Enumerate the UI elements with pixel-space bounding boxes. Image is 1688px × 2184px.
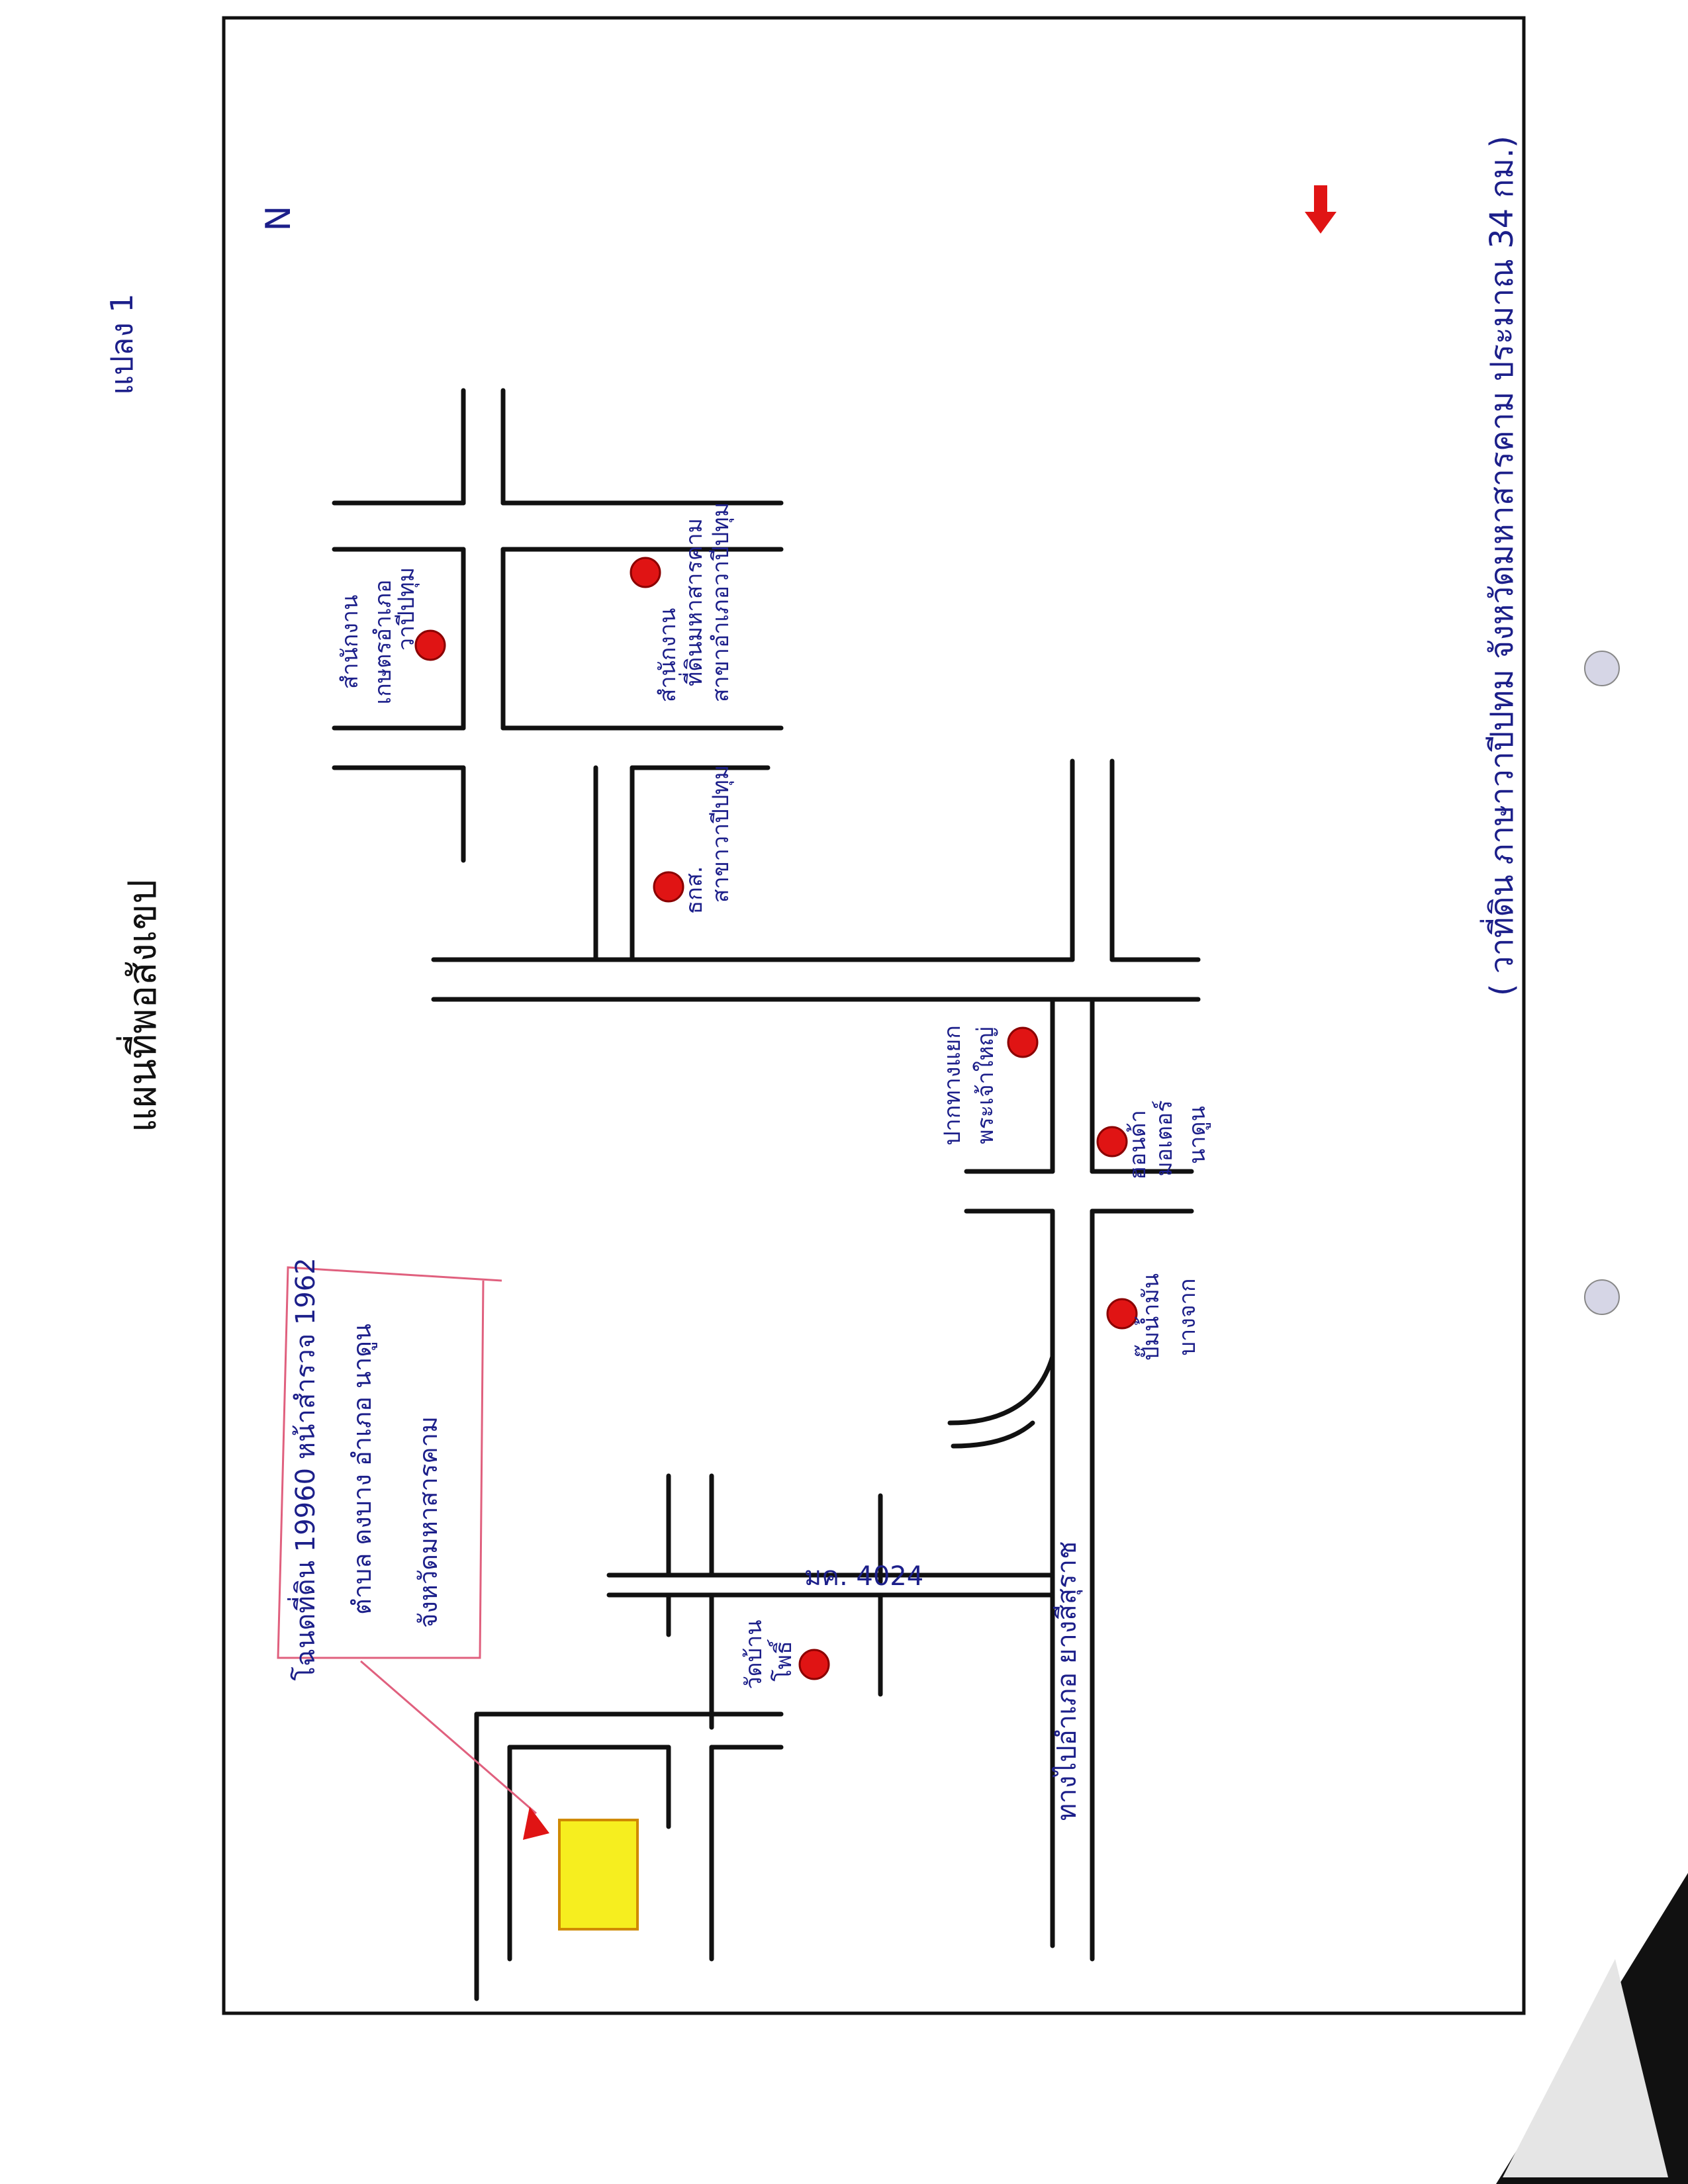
landmark-land-office: สำนักงาน ที่ดินมหาสารคาม สาขาอำเภอวาปีปท… (630, 502, 734, 703)
highway-label: มค. 4024 (804, 1561, 923, 1592)
binder-hole (1584, 651, 1620, 686)
landmark-honda-line2: มอเตอร์ (1151, 1100, 1178, 1176)
road-network (332, 388, 1201, 2001)
main-road-label: ทางไปอำเภอ ยางสีสุราช (1052, 1541, 1083, 1821)
landmark-land-office-line1: สำนักงาน (655, 608, 681, 703)
landmark-honda-line1: ฮอนด้า (1125, 1110, 1151, 1180)
landmark-agri-office-line1: สำนักงาน (337, 595, 363, 690)
folded-corner-highlight (1503, 1959, 1668, 2177)
landmark-market-line1: ปากทางแยก (939, 1025, 966, 1146)
parcel-note-line1: โฉนดที่ดิน 19960 หน้าสำรวจ 1962 (287, 1257, 321, 1680)
landmark-honda-line3: นาดูน (1184, 1106, 1211, 1164)
landmark-temple-line2: โพธิ์ (767, 1639, 797, 1681)
sheet-label: แปลง 1 (104, 293, 140, 394)
landmark-bank-line2: สาขาวาปีปทุม (708, 765, 734, 903)
parcel-note: โฉนดที่ดิน 19960 หน้าสำรวจ 1962 ตำบล ดงบ… (277, 1257, 549, 1840)
landmark-gas-station-line1: ปั๊มน้ำมัน (1134, 1273, 1164, 1361)
landmark-temple: วัดบ้าน โพธิ์ (741, 1619, 830, 1690)
landmark-agri-office-line2: เกษตรอำเภอ (370, 580, 397, 705)
landmark-market-line2: พระเจ้าใหญ่ (972, 1026, 999, 1144)
landmark-bank-line1: ธกส. (681, 866, 708, 915)
landmark-honda: ฮอนด้า มอเตอร์ นาดูน (1096, 1100, 1211, 1180)
landmark-land-office-line2: ที่ดินมหาสารคาม (679, 518, 708, 686)
map-title: แผนที่พอสังเขป (116, 880, 165, 1132)
footer-note: ( วาที่ดิน ภาษาวาปีปทม จังหวัดมหาสารคาม … (1479, 136, 1521, 996)
land-parcel (558, 1819, 639, 1931)
north-label: N (259, 206, 299, 232)
parcel-note-line3: จังหวัดมหาสารคาม (414, 1416, 443, 1628)
landmark-market: ปากทางแยก พระเจ้าใหญ่ (939, 1025, 1039, 1146)
north-arrow-icon: N (259, 185, 1336, 234)
landmark-agri-office: สำนักงาน เกษตรอำเภอ วาปีปทุม (337, 567, 446, 705)
landmark-temple-line1: วัดบ้าน (741, 1619, 767, 1689)
landmark-gas-station-line2: บางจาก (1174, 1279, 1201, 1356)
landmark-gas-station: ปั๊มน้ำมัน บางจาก (1106, 1273, 1201, 1361)
map-border (222, 16, 1526, 2015)
landmark-bank: ธกส. สาขาวาปีปทุม (653, 765, 734, 915)
parcel-note-line2: ตำบล ดงบาง อำเภอ นาดูน (348, 1324, 377, 1615)
landmark-agri-office-line3: วาปีปทุม (393, 567, 420, 651)
landmark-land-office-line3: สาขาอำเภอวาปีปทุม (708, 502, 734, 702)
binder-hole (1584, 1279, 1620, 1315)
